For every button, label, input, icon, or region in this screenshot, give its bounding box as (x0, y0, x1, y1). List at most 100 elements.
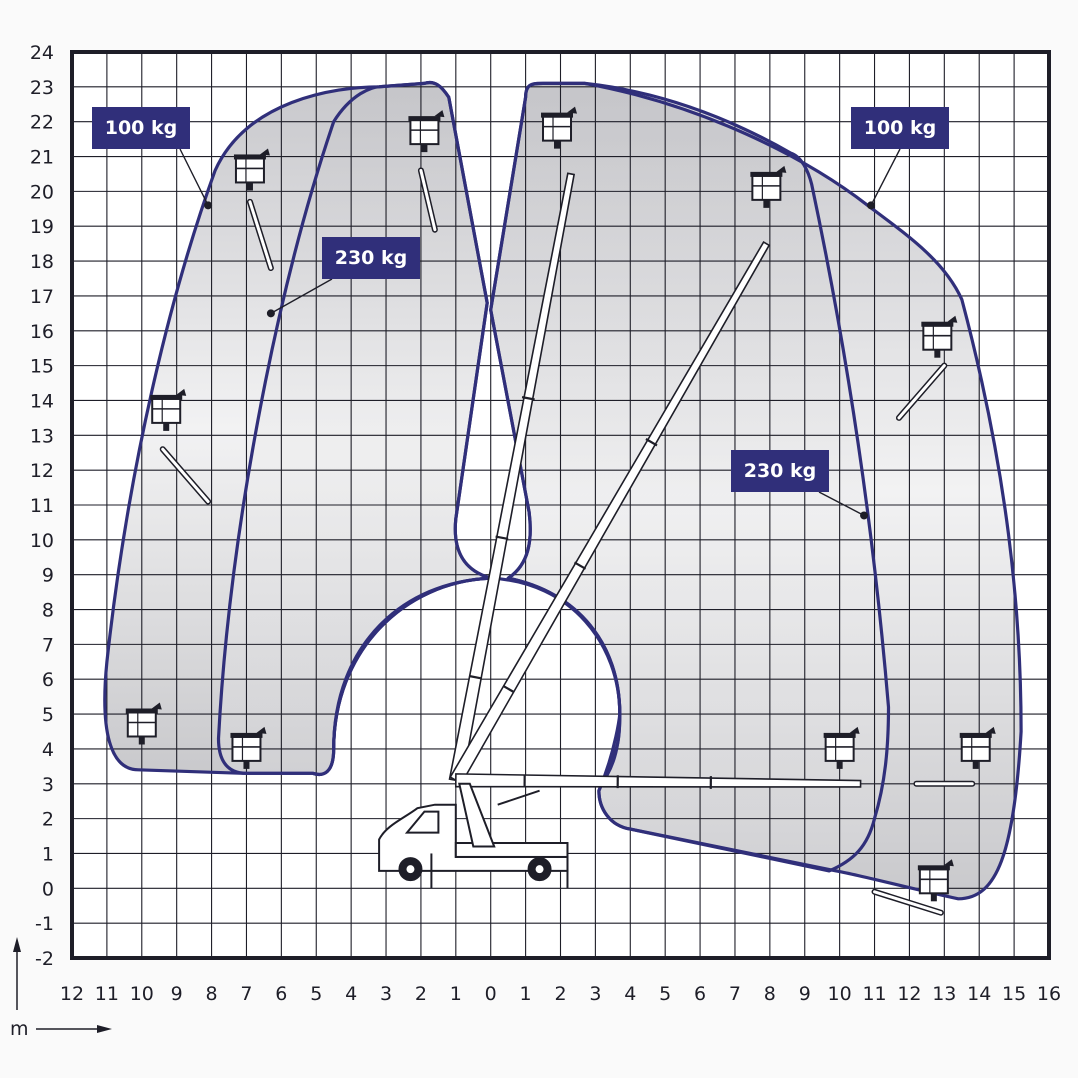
label-pointer-dot (867, 201, 876, 210)
x-tick-label: 2 (415, 983, 427, 1005)
basket-icon (230, 726, 267, 769)
unit-indicator: m (10, 937, 112, 1040)
basket-icon (125, 702, 162, 745)
y-tick-label: 10 (30, 530, 54, 552)
basket-icon (917, 859, 954, 902)
x-tick-label: 2 (554, 983, 566, 1005)
y-tick-label: 12 (30, 460, 54, 482)
basket-icon (959, 726, 996, 769)
basket-icon (823, 726, 860, 769)
y-tick-label: 8 (42, 600, 54, 622)
x-tick-label: 12 (60, 983, 84, 1005)
y-tick-label: 20 (30, 181, 54, 203)
label-text: 100 kg (864, 117, 937, 139)
label-leader (870, 148, 901, 206)
y-tick-label: 2 (42, 809, 54, 831)
zone-outlines (103, 80, 1023, 901)
boom-stub (895, 362, 948, 421)
load-label: 230 kg (266, 237, 420, 318)
boom-stub (159, 446, 212, 505)
y-tick-label: -2 (35, 948, 54, 970)
y-tick-label: 15 (30, 356, 54, 378)
basket-icon (150, 388, 187, 431)
load-label: 230 kg (731, 450, 869, 520)
y-tick-label: 23 (30, 77, 54, 99)
x-tick-label: 7 (729, 983, 741, 1005)
label-box (92, 107, 190, 149)
label-leader (818, 491, 865, 517)
x-tick-label: 0 (485, 983, 497, 1005)
x-tick-label: 12 (897, 983, 921, 1005)
x-tick-label: 10 (130, 983, 154, 1005)
label-box (322, 237, 420, 279)
x-tick-label: 9 (171, 983, 183, 1005)
label-box (851, 107, 949, 149)
boom-arm (454, 773, 862, 789)
x-tick-label: 10 (828, 983, 852, 1005)
y-tick-label: 16 (30, 321, 54, 343)
truck-body (378, 782, 569, 889)
x-tick-label: 4 (345, 983, 357, 1005)
label-leader (179, 148, 209, 206)
y-tick-label: 13 (30, 425, 54, 447)
x-tick-label: 4 (624, 983, 636, 1005)
load-label: 100 kg (92, 107, 213, 210)
truck-icon (378, 782, 569, 889)
x-tick-label: 5 (659, 983, 671, 1005)
boom-stub (871, 888, 944, 916)
y-tick-label: 22 (30, 112, 54, 134)
label-pointer-dot (860, 511, 869, 520)
label-text: 230 kg (744, 460, 817, 482)
y-axis-ticks: 2423222120191817161514131211109876543210… (30, 42, 54, 970)
inner-arc-outline (332, 576, 622, 789)
y-tick-label: 6 (42, 669, 54, 691)
x-tick-label: 11 (862, 983, 886, 1005)
y-tick-label: 5 (42, 704, 54, 726)
y-tick-label: 7 (42, 634, 54, 656)
boom-stub (417, 167, 438, 233)
plot-frame (70, 50, 1051, 960)
y-tick-label: 18 (30, 251, 54, 273)
y-tick-label: 0 (42, 878, 54, 900)
label-text: 230 kg (335, 247, 408, 269)
y-tick-label: 9 (42, 565, 54, 587)
x-tick-label: 1 (520, 983, 532, 1005)
x-tick-label: 6 (694, 983, 706, 1005)
x-tick-label: 1 (450, 983, 462, 1005)
x-tick-label: 7 (240, 983, 252, 1005)
boom-arm (449, 240, 771, 785)
grid (72, 52, 1049, 958)
x-tick-label: 3 (380, 983, 392, 1005)
label-box (731, 450, 829, 492)
label-leader (270, 278, 333, 314)
x-tick-label: 3 (589, 983, 601, 1005)
label-text: 100 kg (105, 117, 178, 139)
basket-icon (541, 106, 578, 149)
load-label: 100 kg (851, 107, 949, 210)
y-tick-label: 19 (30, 216, 54, 238)
y-tick-label: 24 (30, 42, 54, 64)
load-labels: 100 kg 230 kg 100 kg 230 kg (92, 107, 949, 520)
y-tick-label: 14 (30, 390, 54, 412)
x-tick-label: 5 (310, 983, 322, 1005)
y-tick-label: -1 (35, 913, 54, 935)
x-tick-label: 8 (206, 983, 218, 1005)
x-tick-label: 8 (764, 983, 776, 1005)
unit-label: m (10, 1018, 29, 1040)
zone-left-230kg (218, 82, 491, 775)
x-tick-label: 11 (95, 983, 119, 1005)
y-tick-label: 1 (42, 843, 54, 865)
x-tick-label: 6 (275, 983, 287, 1005)
basket-icon (921, 315, 958, 358)
y-tick-label: 17 (30, 286, 54, 308)
label-pointer-dot (204, 201, 213, 210)
y-tick-label: 21 (30, 147, 54, 169)
y-tick-label: 3 (42, 774, 54, 796)
basket-icon (233, 148, 270, 191)
zone-right-230kg (490, 83, 889, 871)
basket-icon (408, 110, 445, 153)
basket-icon (750, 165, 787, 208)
x-tick-label: 15 (1002, 983, 1026, 1005)
